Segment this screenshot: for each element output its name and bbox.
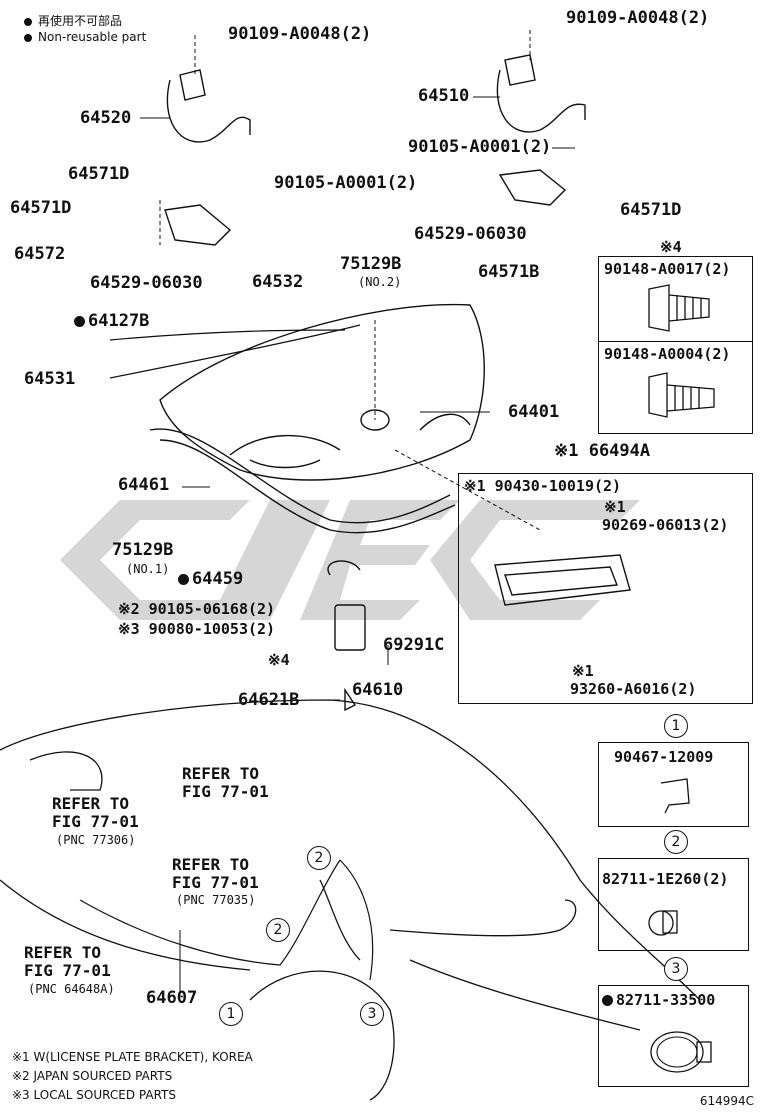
- legend-en: Non-reusable part: [24, 30, 146, 44]
- label-90105-06168: ※2 90105-06168(2): [118, 600, 276, 618]
- label-64532: 64532: [252, 272, 304, 292]
- ref3-line3: (PNC 77035): [176, 893, 256, 907]
- figure-code: 614994C: [699, 1094, 754, 1108]
- label-64571d-c: 64571D: [620, 200, 682, 220]
- circle-3: 3: [664, 957, 688, 981]
- label-90105-right: 90105-A0001(2): [408, 137, 552, 157]
- watermark-logo: [60, 500, 640, 620]
- label-64529-right: 64529-06030: [414, 224, 527, 244]
- ref1-line2: FIG 77-01: [182, 782, 269, 801]
- label-mark4: ※4: [268, 651, 290, 669]
- ref2-line1: REFER TO: [52, 794, 130, 813]
- callout-1: 1: [219, 1002, 243, 1026]
- label-mark1-b: ※1: [572, 662, 594, 680]
- label-64461: 64461: [118, 475, 170, 495]
- label-90467: 90467-12009: [614, 748, 714, 766]
- label-no2: (NO.2): [358, 275, 402, 289]
- label-75129b-bottom: 75129B: [112, 540, 174, 560]
- label-64459: 64459: [178, 571, 243, 588]
- clip-2-drawing: [648, 910, 678, 936]
- label-90430: ※1 90430-10019(2): [464, 477, 622, 495]
- label-90148-a0004: 90148-A0004(2): [604, 345, 731, 363]
- label-64127b-text: 64127B: [88, 311, 150, 331]
- bullet-icon: [24, 17, 32, 26]
- lock-assembly: [327, 560, 366, 712]
- circle-2: 2: [664, 830, 688, 854]
- clip-box-3: [598, 985, 749, 1087]
- label-mark4-box: ※4: [660, 238, 682, 256]
- label-64571d-a: 64571D: [68, 164, 130, 184]
- leader-lines: [159, 30, 541, 531]
- clip-3-drawing: [650, 1031, 712, 1073]
- footnote-1: ※1 W(LICENSE PLATE BRACKET), KOREA: [12, 1050, 253, 1064]
- solid-leaders: [140, 96, 575, 997]
- legend-jp-text: 再使用不可部品: [38, 14, 123, 28]
- license-bracket: [494, 554, 631, 606]
- label-69291c: 69291C: [383, 635, 445, 655]
- ref4-line3: (PNC 64648A): [28, 982, 115, 996]
- car-body: [0, 699, 701, 1101]
- callout-3: 3: [360, 1002, 384, 1026]
- footnote-3: ※3 LOCAL SOURCED PARTS: [12, 1088, 176, 1102]
- non-reusable-mark-icon: [74, 316, 85, 327]
- callout-2-lower: 2: [266, 918, 290, 942]
- legend-en-text: Non-reusable part: [38, 30, 147, 44]
- label-64401: 64401: [508, 402, 560, 422]
- label-82711-33500: 82711-33500: [602, 993, 715, 1008]
- callout-2-upper: 2: [307, 846, 331, 870]
- ref1-line1: REFER TO: [182, 764, 260, 783]
- license-bracket-box: [458, 473, 753, 704]
- cables: [79, 324, 374, 981]
- label-64520: 64520: [80, 108, 132, 128]
- label-64607: 64607: [146, 988, 198, 1008]
- label-64459-text: 64459: [192, 569, 244, 589]
- bullet-icon: [24, 33, 32, 42]
- trunk-lid: [149, 303, 485, 534]
- non-reusable-mark-icon: [602, 995, 613, 1006]
- clip-drawings: [648, 284, 715, 418]
- ref2-line2: FIG 77-01: [52, 812, 139, 831]
- label-64621b: 64621B: [238, 690, 300, 710]
- label-90148-a0017: 90148-A0017(2): [604, 260, 731, 278]
- footnote-2: ※2 JAPAN SOURCED PARTS: [12, 1069, 173, 1083]
- ref3-line1: REFER TO: [172, 855, 250, 874]
- label-64127b: 64127B: [74, 313, 149, 330]
- label-64529-left: 64529-06030: [90, 273, 203, 293]
- label-64531: 64531: [24, 369, 76, 389]
- hinges: [164, 54, 586, 246]
- ref4-line2: FIG 77-01: [24, 961, 111, 980]
- ref3-line2: FIG 77-01: [172, 873, 259, 892]
- label-93260: 93260-A6016(2): [570, 680, 697, 698]
- non-reusable-mark-icon: [178, 574, 189, 585]
- label-66494a: ※1 66494A: [554, 441, 651, 461]
- label-90109-right: 90109-A0048(2): [566, 8, 710, 28]
- ref4-line1: REFER TO: [24, 943, 102, 962]
- fastener-box-90148: [598, 256, 753, 434]
- label-64571b: 64571B: [478, 262, 540, 282]
- circle-1: 1: [664, 714, 688, 738]
- label-mark1-a: ※1: [604, 498, 626, 516]
- label-90080-10053: ※3 90080-10053(2): [118, 620, 276, 638]
- legend-jp: 再使用不可部品: [24, 12, 122, 29]
- label-82711-33500-text: 82711-33500: [616, 991, 716, 1009]
- label-90269: 90269-06013(2): [602, 516, 729, 534]
- clip-1-drawing: [660, 778, 690, 814]
- clip-box-2: [598, 858, 749, 951]
- label-82711-1e260: 82711-1E260(2): [602, 870, 729, 888]
- label-64572: 64572: [14, 244, 66, 264]
- label-64610: 64610: [352, 680, 404, 700]
- label-64510: 64510: [418, 86, 470, 106]
- label-90109-left: 90109-A0048(2): [228, 24, 372, 44]
- box-divider: [599, 341, 752, 342]
- label-90105-left: 90105-A0001(2): [274, 173, 418, 193]
- label-no1: (NO.1): [126, 562, 170, 576]
- label-75129b-top: 75129B: [340, 254, 402, 274]
- ref2-line3: (PNC 77306): [56, 833, 136, 847]
- label-64571d-b: 64571D: [10, 198, 72, 218]
- clip-box-1: [598, 742, 749, 827]
